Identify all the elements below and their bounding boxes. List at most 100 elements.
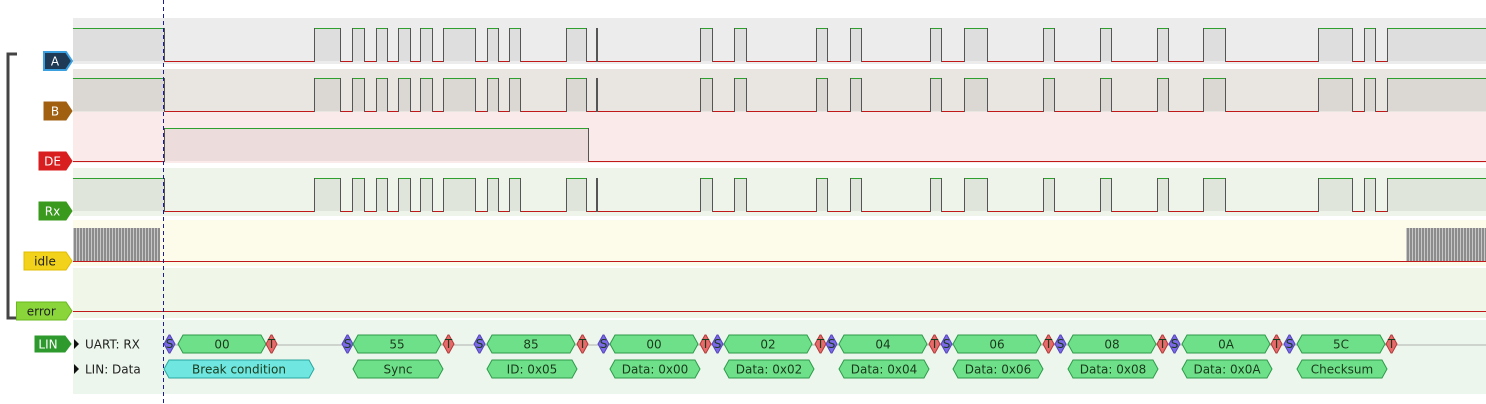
uart-byte[interactable]: 02 — [723, 334, 813, 354]
waveform-idle — [73, 228, 1486, 262]
lin-field-label: Data: 0x04 — [851, 363, 918, 377]
channel-band-rx — [73, 168, 1486, 216]
uart-stop-label: T — [1158, 337, 1167, 351]
channel-tag-b[interactable]: B — [43, 101, 73, 121]
uart-byte-value: 00 — [646, 338, 661, 352]
waveform-b — [73, 78, 1486, 112]
uart-byte[interactable]: 08 — [1067, 334, 1157, 354]
uart-start-label: S — [1286, 337, 1294, 351]
channel-band-idle — [73, 220, 1486, 266]
uart-stop-bit[interactable]: T — [699, 334, 712, 354]
uart-byte-value: 06 — [989, 338, 1004, 352]
uart-stop-bit[interactable]: T — [1156, 334, 1169, 354]
uart-byte[interactable]: 55 — [352, 334, 442, 354]
uart-start-label: S — [828, 337, 836, 351]
uart-start-bit[interactable]: S — [1168, 334, 1181, 354]
uart-stop-label: T — [444, 337, 453, 351]
uart-stop-label: T — [816, 337, 825, 351]
uart-byte-value: 02 — [760, 338, 775, 352]
uart-start-label: S — [943, 337, 951, 351]
group-bracket — [6, 52, 17, 320]
protocol-tag-lin[interactable]: LIN — [34, 335, 72, 353]
lin-field-label: Data: 0x08 — [1080, 363, 1147, 377]
row-label-uart-rx: UART: RX — [85, 338, 140, 352]
lin-field-label: Data: 0x02 — [736, 363, 803, 377]
uart-byte-value: 55 — [389, 338, 404, 352]
uart-stop-label: T — [1044, 337, 1053, 351]
uart-stop-bit[interactable]: T — [265, 334, 278, 354]
lin-field[interactable]: Data: 0x08 — [1067, 359, 1159, 379]
uart-start-bit[interactable]: S — [1054, 334, 1067, 354]
expand-triangle-icon[interactable] — [74, 364, 79, 374]
uart-byte[interactable]: 06 — [952, 334, 1042, 354]
uart-stop-bit[interactable]: T — [1042, 334, 1055, 354]
uart-byte-value: 0A — [1218, 338, 1235, 352]
uart-byte-value: 08 — [1104, 338, 1119, 352]
uart-stop-bit[interactable]: T — [1385, 334, 1398, 354]
uart-start-bit[interactable]: S — [473, 334, 486, 354]
row-lin-data[interactable]: LIN: Data — [74, 363, 141, 377]
channel-tag-rx[interactable]: Rx — [38, 201, 73, 221]
channel-tag-label-rx: Rx — [45, 205, 60, 219]
uart-start-bit[interactable]: S — [597, 334, 610, 354]
lin-field-label: Data: 0x0A — [1193, 363, 1261, 377]
uart-start-label: S — [1171, 337, 1179, 351]
channel-tag-label-idle: idle — [34, 255, 56, 269]
lin-field[interactable]: Break condition — [163, 359, 315, 379]
protocol-tag-label: LIN — [38, 338, 57, 352]
protocol-band — [73, 320, 1486, 394]
uart-start-label: S — [600, 337, 608, 351]
uart-stop-label: T — [701, 337, 710, 351]
uart-stop-label: T — [267, 337, 276, 351]
uart-byte[interactable]: 85 — [486, 334, 576, 354]
channel-tag-a[interactable]: A — [43, 51, 74, 71]
uart-start-label: S — [166, 337, 174, 351]
lin-field[interactable]: Data: 0x06 — [952, 359, 1044, 379]
lin-field[interactable]: Data: 0x04 — [838, 359, 930, 379]
uart-stop-label: T — [930, 337, 939, 351]
lin-field-label: Break condition — [192, 363, 286, 377]
uart-stop-bit[interactable]: T — [1270, 334, 1283, 354]
uart-stop-bit[interactable]: T — [928, 334, 941, 354]
expand-triangle-icon[interactable] — [74, 339, 79, 349]
lin-field[interactable]: Checksum — [1296, 359, 1388, 379]
uart-byte[interactable]: 00 — [609, 334, 699, 354]
channel-band-error — [73, 268, 1486, 318]
uart-start-bit[interactable]: S — [711, 334, 724, 354]
lin-field[interactable]: Data: 0x00 — [609, 359, 701, 379]
channel-tag-error[interactable]: error — [16, 301, 73, 321]
lin-field[interactable]: Data: 0x0A — [1181, 359, 1273, 379]
row-label-lin-data: LIN: Data — [85, 363, 141, 377]
channel-band-b — [73, 69, 1486, 112]
channel-band-de — [73, 112, 1486, 163]
waveform-rx — [73, 178, 1486, 212]
uart-start-bit[interactable]: S — [940, 334, 953, 354]
uart-stop-bit[interactable]: T — [576, 334, 589, 354]
waveform-de — [73, 128, 1486, 162]
channel-tag-de[interactable]: DE — [38, 151, 73, 171]
uart-start-bit[interactable]: S — [163, 334, 176, 354]
channel-tag-label-de: DE — [44, 155, 61, 169]
uart-byte-value: 5C — [1333, 338, 1349, 352]
lin-field[interactable]: ID: 0x05 — [486, 359, 578, 379]
uart-stop-bit[interactable]: T — [442, 334, 455, 354]
lin-field[interactable]: Sync — [352, 359, 444, 379]
uart-byte-value: 00 — [214, 338, 229, 352]
uart-start-label: S — [1057, 337, 1065, 351]
uart-byte[interactable]: 04 — [838, 334, 928, 354]
uart-start-label: S — [714, 337, 722, 351]
uart-stop-label: T — [578, 337, 587, 351]
uart-start-bit[interactable]: S — [1283, 334, 1296, 354]
uart-byte[interactable]: 00 — [177, 334, 267, 354]
lin-field[interactable]: Data: 0x02 — [723, 359, 815, 379]
channel-tag-label-b: B — [51, 105, 59, 119]
uart-byte[interactable]: 0A — [1181, 334, 1271, 354]
uart-byte[interactable]: 5C — [1296, 334, 1386, 354]
uart-start-label: S — [344, 337, 352, 351]
waveform-a — [73, 28, 1486, 62]
channel-band-a — [73, 18, 1486, 64]
row-uart-rx[interactable]: UART: RX — [74, 338, 140, 352]
channel-tag-idle[interactable]: idle — [23, 251, 73, 271]
uart-start-bit[interactable]: S — [825, 334, 838, 354]
